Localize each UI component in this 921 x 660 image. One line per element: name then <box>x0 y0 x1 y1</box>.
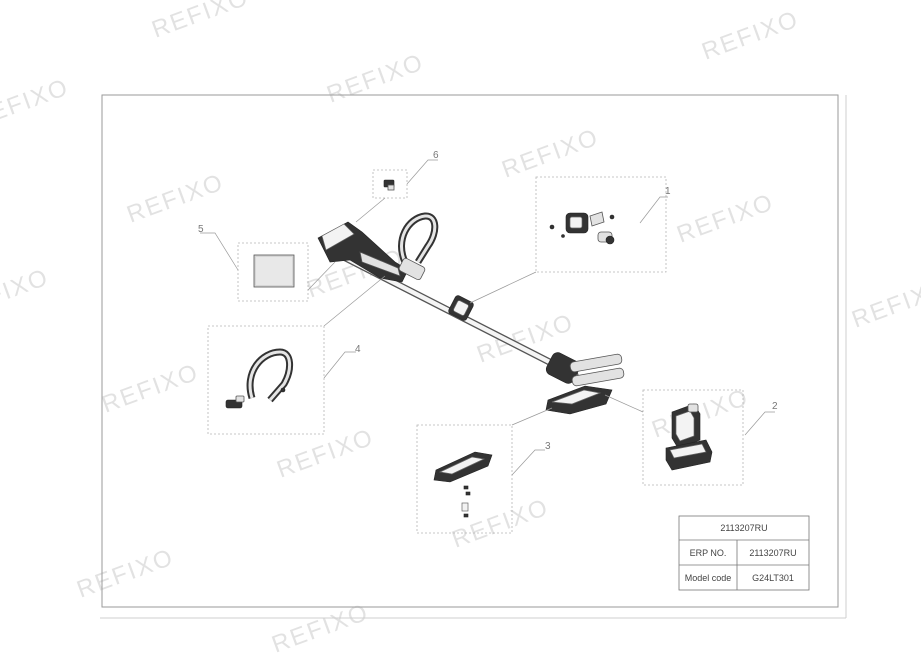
title-block-header: 2113207RU <box>720 523 767 533</box>
callout-6: 6 <box>433 150 439 161</box>
part-motor-cap <box>687 403 699 413</box>
leader-3 <box>511 449 545 476</box>
leader-2 <box>744 411 775 436</box>
loop-handle-clamp <box>398 257 426 281</box>
part-motor-clamp-face <box>569 216 583 229</box>
part-clamp-nut <box>235 395 245 403</box>
shaft-coupler-knob <box>453 300 469 316</box>
title-block: 2113207RU ERP NO. 2113207RU Model code G… <box>678 515 810 591</box>
part-bracket <box>589 211 605 227</box>
part-switch-tab <box>387 184 395 191</box>
part-loop-handle <box>246 348 293 403</box>
part-screw <box>463 513 469 518</box>
callout-3: 3 <box>545 441 551 452</box>
handle-trigger <box>359 251 401 277</box>
part-screw <box>463 485 469 490</box>
loop-handle-inner <box>400 214 437 263</box>
detail-6-parts <box>383 179 395 191</box>
motor-fins-bottom <box>571 367 625 387</box>
cutting-guard-top <box>551 389 602 405</box>
erp-no-value: 2113207RU <box>749 548 796 558</box>
detail-1-parts <box>549 211 615 245</box>
detail-4-parts <box>225 348 293 409</box>
trimmer-assembly <box>317 212 625 415</box>
leader-3-to-assembly <box>511 407 553 426</box>
loop-handle <box>398 212 439 264</box>
sheet-border <box>101 94 839 608</box>
leader-5 <box>200 232 239 271</box>
rear-handle-grip <box>321 223 355 251</box>
part-clip <box>461 502 469 512</box>
model-code-value: G24LT301 <box>752 573 794 583</box>
callout-1: 1 <box>665 186 671 197</box>
leader-4 <box>323 351 356 379</box>
model-code-label: Model code <box>685 573 732 583</box>
detail-box-1 <box>535 176 667 273</box>
part-screw <box>609 214 615 220</box>
leader-1-to-assembly <box>469 271 537 304</box>
part-screw <box>549 224 555 230</box>
detail-2-parts <box>665 403 713 471</box>
part-knob-cap <box>605 235 615 245</box>
part-screw <box>465 491 471 496</box>
leader-2-to-assembly <box>604 394 644 413</box>
leader-5-to-assembly <box>307 261 336 291</box>
detail-box-2 <box>642 389 744 486</box>
part-manual-cover <box>256 257 292 285</box>
detail-3-parts <box>433 451 493 518</box>
part-guard-top <box>438 456 486 475</box>
detail-box-4 <box>207 325 325 435</box>
part-screw <box>280 387 286 393</box>
part-battery-top <box>669 443 707 459</box>
part-screw <box>561 234 565 238</box>
callout-4: 4 <box>355 344 361 355</box>
leader-1 <box>639 196 668 224</box>
motor-fins-top <box>569 353 623 373</box>
detail-box-3 <box>416 424 513 534</box>
leader-6 <box>406 159 438 185</box>
callout-2: 2 <box>772 401 778 412</box>
motor-housing <box>545 352 581 384</box>
title-block-border <box>678 515 810 591</box>
part-loop-handle-inner <box>248 350 291 401</box>
callout-5: 5 <box>198 224 204 235</box>
leader-6-to-assembly <box>355 197 386 223</box>
erp-no-label: ERP NO. <box>690 548 727 558</box>
detail-5-parts <box>253 254 295 288</box>
leader-4-to-assembly <box>323 275 386 327</box>
part-motor-body-face <box>675 410 695 442</box>
